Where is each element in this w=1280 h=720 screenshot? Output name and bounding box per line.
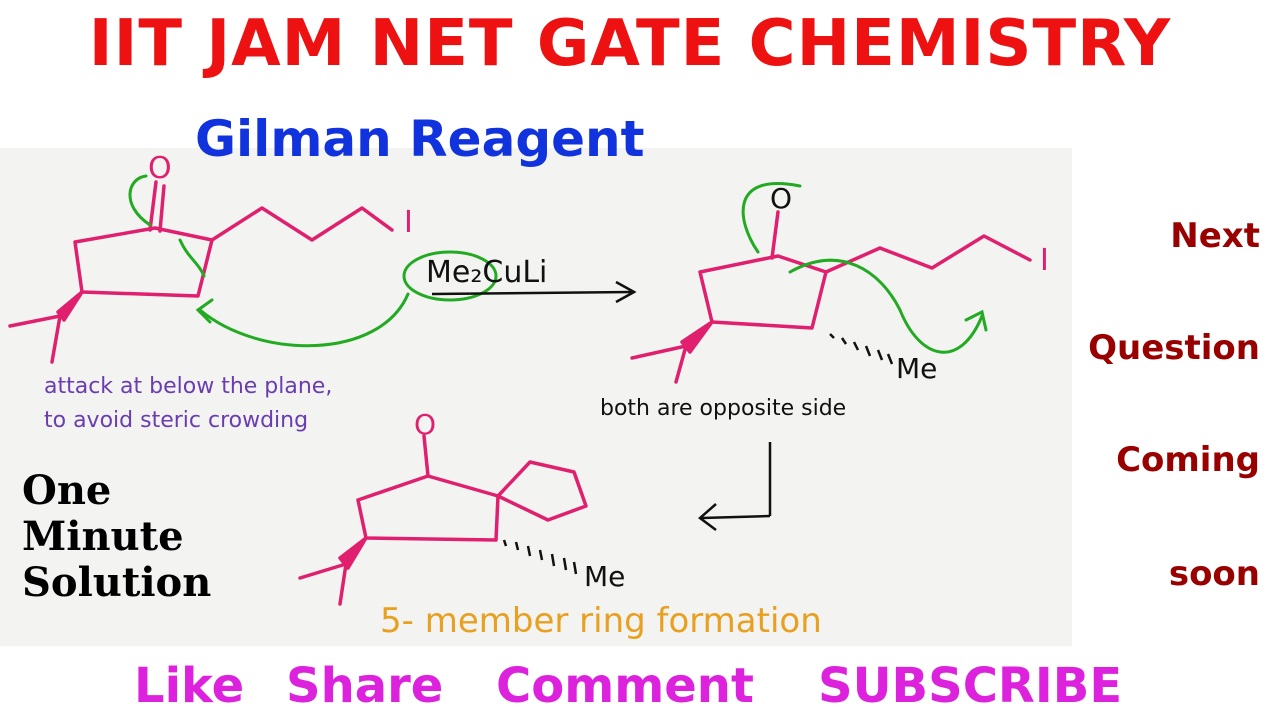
reaction-scheme: O I Me₂CuLi O I Me xyxy=(8,151,1049,606)
product-methyl-left xyxy=(298,562,348,580)
subscribe-label[interactable]: SUBSCRIBE xyxy=(818,658,1123,714)
reagent-circle xyxy=(402,250,498,302)
product-wedge xyxy=(338,536,368,570)
intermediate-ring xyxy=(698,254,828,330)
reagent-label: Me₂CuLi xyxy=(426,255,547,290)
ring-formation-note: 5- member ring formation xyxy=(380,601,822,641)
next-line1: Next xyxy=(1170,216,1260,256)
intermediate-methyl: Me xyxy=(896,352,937,385)
next-line2: Question xyxy=(1088,328,1260,368)
intermediate-oxygen: O xyxy=(770,182,792,215)
notebook-paper xyxy=(0,148,1072,646)
share-label[interactable]: Share xyxy=(286,658,444,714)
enolate-return-arrow xyxy=(741,182,802,254)
reaction-arrow-line xyxy=(431,290,633,296)
carbonyl-push-arrow xyxy=(128,174,152,227)
reactant-iodo-chain xyxy=(210,206,394,242)
product-ring xyxy=(356,474,500,542)
product-methyl: Me xyxy=(584,560,625,593)
reactant-iodo: I xyxy=(404,205,413,240)
branding-line1: One xyxy=(22,467,112,514)
product-carbonyl xyxy=(422,434,430,478)
reactant-wedge xyxy=(56,290,84,322)
cyclization-head xyxy=(964,309,988,332)
reactant-methyl-left xyxy=(8,314,62,328)
reaction-arrow-head xyxy=(615,280,637,304)
attack-note-line2: to avoid steric crowding xyxy=(44,408,309,433)
cyclization-arrow xyxy=(788,258,984,354)
intermediate-carbonyl xyxy=(770,210,780,260)
reagent-attack-head xyxy=(195,298,214,324)
intermediate-iodo: I xyxy=(1040,243,1049,278)
down-arrow-head xyxy=(698,503,717,531)
next-line4: soon xyxy=(1168,554,1260,594)
intermediate-wedge xyxy=(680,320,714,354)
reagent-attack-arrow xyxy=(198,292,410,348)
product-methyl-down xyxy=(338,562,348,606)
intermediate-iodo-chain xyxy=(824,234,1032,274)
product-oxygen: O xyxy=(414,408,436,441)
reactant-structure xyxy=(8,180,394,364)
channel-branding: One Minute Solution xyxy=(22,468,211,606)
enone-arrow xyxy=(178,238,206,278)
intermediate-structure xyxy=(630,210,1032,384)
branding-line2: Minute xyxy=(22,513,184,560)
reactant-carbonyl xyxy=(148,180,158,232)
reactant-arrows xyxy=(128,174,498,348)
call-to-action-bar: Like Share Comment SUBSCRIBE xyxy=(0,650,1280,720)
down-arrow-bend xyxy=(701,514,771,520)
reactant-carbonyl-2 xyxy=(158,184,166,233)
next-line3: Coming xyxy=(1116,440,1260,480)
intermediate-hash-bond xyxy=(829,333,894,365)
opposite-side-note: both are opposite side xyxy=(600,396,847,421)
video-title: IIT JAM NET GATE CHEMISTRY xyxy=(88,7,1172,81)
reactant-ring xyxy=(73,226,214,298)
reactant-methyl-down xyxy=(50,314,62,364)
intermediate-arrows xyxy=(741,182,988,354)
reactant-oxygen: O xyxy=(148,151,172,186)
like-label[interactable]: Like xyxy=(134,658,245,714)
intermediate-methyl-down xyxy=(674,344,688,384)
product-cyclopentane xyxy=(496,460,588,522)
product-structure xyxy=(298,434,588,606)
intermediate-methyl-left xyxy=(630,344,688,360)
comment-label[interactable]: Comment xyxy=(496,658,754,714)
attack-note-line1: attack at below the plane, xyxy=(44,374,333,399)
product-hash-bond xyxy=(502,539,578,575)
next-question-panel: Next Question Coming soon xyxy=(1088,200,1260,620)
topic-title: Gilman Reagent xyxy=(195,110,645,168)
branding-line3: Solution xyxy=(22,559,212,606)
